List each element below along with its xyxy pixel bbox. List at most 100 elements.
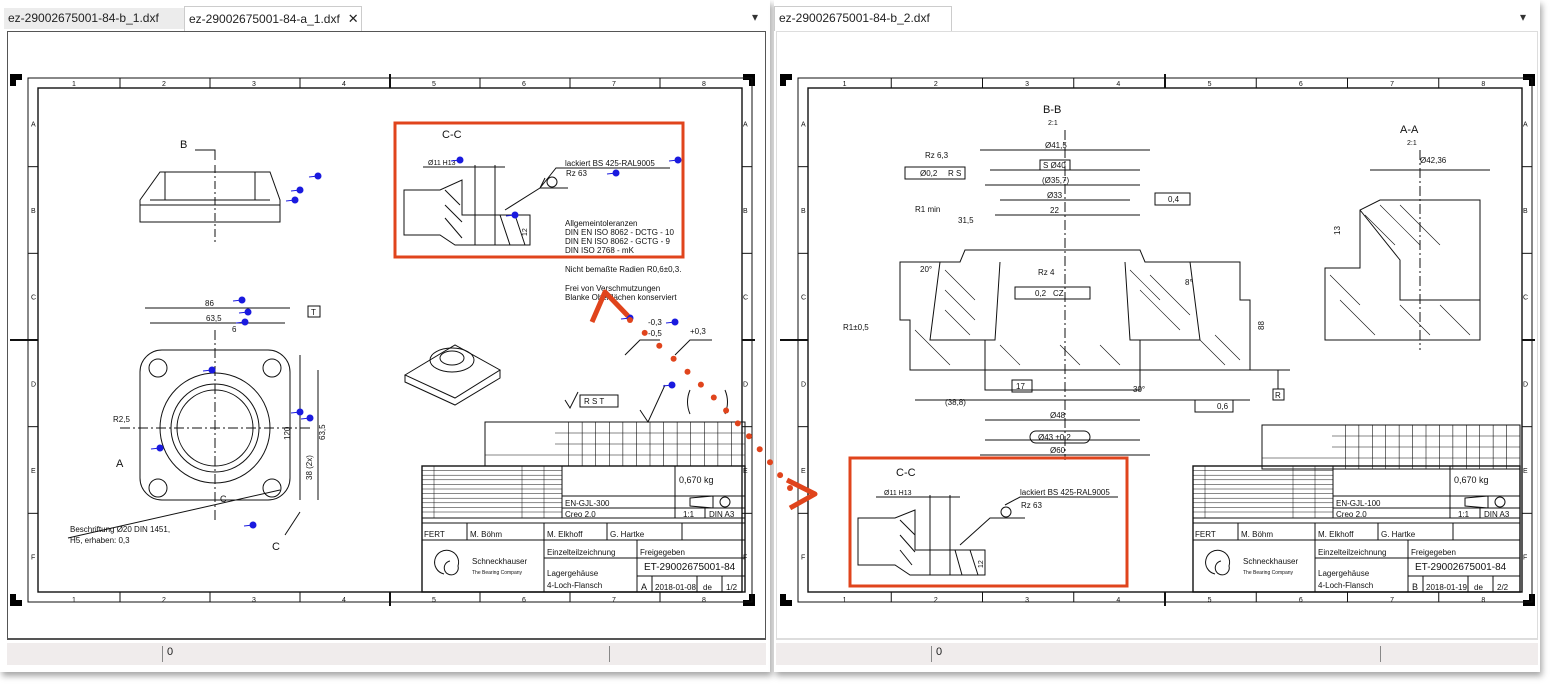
projection-symbol-icon <box>689 495 714 509</box>
language-value: de <box>703 583 712 592</box>
section-c-c-left: C-C Ø11 H13 12 lackiert BS 425-RAL9005 R… <box>403 129 670 246</box>
grid-row-label: C <box>1523 295 1528 302</box>
connector-dot <box>684 368 691 375</box>
note-line: Nicht bemaßte Radien R0,6±0,3. <box>565 265 681 274</box>
grid-row-label: C <box>801 295 806 302</box>
tolerance-text: Ø0,2 <box>920 169 938 178</box>
checked-by-value: G. Hartke <box>610 530 645 539</box>
connector-dot <box>777 472 784 479</box>
grid-col-label: 6 <box>1299 81 1303 88</box>
tab-list-menu-icon[interactable]: ▾ <box>752 10 759 24</box>
dimension-text: Ø33 <box>1047 191 1063 200</box>
tolerance-text: 0,4 <box>1168 195 1180 204</box>
release-status: Freigegeben <box>1411 548 1456 557</box>
grid-col-label: 4 <box>342 597 346 604</box>
connector-dot <box>746 433 752 440</box>
projection-symbol-icon <box>719 496 731 508</box>
dimension-text: Ø41,5 <box>1045 141 1067 150</box>
marker-leader <box>450 159 461 162</box>
status-bar-right: 0 <box>776 643 1538 665</box>
left-document-pane: ez-29002675001-84-b_1.dxf ez-29002675001… <box>0 0 770 672</box>
grid-col-label: 6 <box>522 597 526 604</box>
corner-mark <box>780 594 792 606</box>
corner-mark <box>743 74 755 86</box>
roughness-symbols: R S T <box>584 397 604 406</box>
tab-list-menu-icon[interactable]: ▾ <box>1520 10 1527 24</box>
grid-col-label: 3 <box>1025 81 1029 88</box>
tolerance-table <box>1261 424 1521 470</box>
view-label-c: C <box>220 494 227 504</box>
grid-col-label: 8 <box>1481 81 1485 88</box>
dimension-text: 63,5 <box>206 314 222 323</box>
designer-value: M. Böhm <box>470 530 502 539</box>
grid-row-label: B <box>1523 208 1528 215</box>
grid-row-label: C <box>31 295 36 302</box>
drawn-by-value: M. Elkhoff <box>547 530 583 539</box>
date-value: 2018-01-19 <box>1426 583 1467 592</box>
view-label-a: A <box>116 458 124 470</box>
tolerance-text: 0,2 <box>1035 289 1047 298</box>
designer-value: M. Böhm <box>1241 530 1273 539</box>
grid-col-label: 2 <box>934 597 938 604</box>
sheet-value: 1/2 <box>726 583 738 592</box>
corner-mark <box>1523 74 1535 86</box>
status-separator <box>609 646 610 662</box>
grid-col-label: 7 <box>612 597 616 604</box>
section-label: B-B <box>1043 104 1061 116</box>
view-label-c: C <box>272 541 280 553</box>
roughness-text: Rz 6,3 <box>925 151 949 160</box>
grid-col-label: 4 <box>342 81 346 88</box>
drawing-viewport-left[interactable] <box>7 31 766 640</box>
connector-dot <box>656 342 663 349</box>
part-title: Lagergehäuse <box>547 569 599 578</box>
dimension-text: R1±0,5 <box>843 323 869 332</box>
section-b-b: B-B 2:1 Ø41,5 S Ø40 (Ø35,7) Ø33 22 31,5 … <box>843 104 1290 460</box>
tab-b2-dxf[interactable]: ez-29002675001-84-b_2.dxf <box>774 6 952 31</box>
company-logo-icon <box>434 549 460 576</box>
dimension-text: (Ø35,7) <box>1042 176 1069 185</box>
marker-leader <box>662 384 673 387</box>
tab-b1-dxf[interactable]: ez-29002675001-84-b_1.dxf <box>4 8 186 29</box>
marker-leader <box>150 447 161 450</box>
view-isometric <box>403 344 501 406</box>
dimension-text: 38 (2x) <box>305 455 314 480</box>
tolerance-text: -0,3 <box>648 318 662 327</box>
marker-leader <box>606 172 617 175</box>
revision-value: A <box>641 582 647 592</box>
cad-system-value: Creo 2.0 <box>1336 510 1367 519</box>
dimension-text: Ø48 <box>1050 411 1066 420</box>
document-type: Einzelteilzeichnung <box>547 548 616 557</box>
scale-label: 2:1 <box>1048 120 1058 127</box>
company-tagline: The Bearing Company <box>1243 570 1294 576</box>
connector-dot <box>697 381 704 388</box>
title-block-frame <box>421 465 746 593</box>
marker-leader <box>243 524 254 527</box>
dimension-text: 0,6 <box>1217 402 1229 411</box>
cad-system-value: Creo 2.0 <box>565 510 596 519</box>
note-line: Blanke Oberflächen konserviert <box>565 293 677 302</box>
grid-col-label: 8 <box>702 597 706 604</box>
grid-row-label: E <box>801 468 806 475</box>
grid-col-label: 6 <box>522 81 526 88</box>
grid-row-label: F <box>801 555 805 562</box>
corner-mark <box>743 594 755 606</box>
arrow-head-right <box>785 477 818 511</box>
connector-dot <box>627 317 633 323</box>
note-line: DIN EN ISO 8062 - GCTG - 9 <box>565 237 670 246</box>
date-value: 2018-01-08 <box>655 583 696 592</box>
view-front-flange: 86 63,5 6 R2,5 120 63,5 38 (2x) T A C C … <box>67 299 327 553</box>
format-value: DIN A3 <box>709 510 735 519</box>
tab-a1-dxf[interactable]: ez-29002675001-84-a_1.dxf✕ <box>184 6 362 31</box>
scale-value: 1:1 <box>683 510 695 519</box>
close-icon[interactable]: ✕ <box>347 11 359 26</box>
roughness-note: Rz 63 <box>1021 501 1042 510</box>
angle-text: 8° <box>1185 278 1193 287</box>
status-bar-left: 0 <box>7 643 766 665</box>
part-subtitle: 4-Loch-Flansch <box>547 581 602 590</box>
grid-col-label: 4 <box>1116 81 1120 88</box>
grid-row-label: A <box>743 121 748 128</box>
paint-note: lackiert BS 425-RAL9005 <box>1020 488 1110 497</box>
lettering-note: Beschriftung Ø20 DIN 1451, <box>70 525 170 534</box>
connector-dot <box>734 420 741 427</box>
